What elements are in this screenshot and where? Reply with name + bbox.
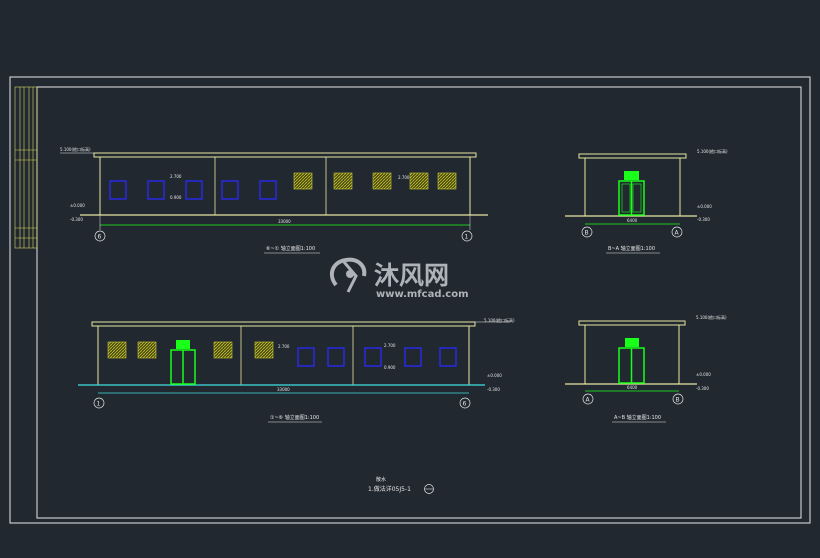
window-top-level: 2.700 [170, 174, 182, 179]
elevation-top-right: 5.100(檐口标高) ±0.000 -0.300 6400 B A B~A 轴… [565, 148, 728, 254]
elevation-bottom-left: 2.700 2.700 0.900 5.100(檐口标高) ±0.000 -0.… [78, 317, 515, 423]
axis-bubble-start: B [585, 230, 589, 237]
window-bottom-level: 0.900 [170, 195, 182, 200]
note-text: 1.做法详05J5-1 [368, 485, 411, 493]
overall-dimension: 6400 [627, 218, 638, 223]
elevation-top-left: 2.700 0.900 2.700 5.100(檐口标高) ±0.000 -0.… [60, 146, 488, 254]
axis-bubble-end: A [675, 230, 680, 237]
elevation-caption: ⑥~① 轴立面图1:100 [266, 245, 315, 252]
window-top-level-2: 2.700 [384, 343, 396, 348]
overall-dimension: 33000 [278, 219, 291, 224]
axis-bubble-start: 1 [97, 401, 101, 408]
floor-level: ±0.000 [70, 203, 85, 208]
window-top-level: 2.700 [278, 344, 290, 349]
watermark-logo [329, 257, 367, 293]
note-title: 散水 [376, 476, 386, 483]
watermark-url: www.mfcad.com [376, 289, 469, 300]
roof-level: 5.100(檐口标高) [60, 146, 91, 152]
ground-level: -0.300 [697, 217, 710, 222]
floor-level: ±0.000 [487, 373, 502, 378]
floor-level: ±0.000 [696, 372, 711, 377]
roof-level: 5.100(檐口标高) [696, 314, 727, 320]
binding-strip [14, 86, 38, 249]
watermark-brand: 沐风网 [374, 261, 449, 290]
overall-dimension: 6400 [627, 385, 638, 390]
door [618, 171, 645, 216]
window-top-level-2: 2.700 [398, 175, 410, 180]
axis-bubble-end: 1 [465, 234, 469, 241]
elevation-bottom-right: 5.100(檐口标高) ±0.000 -0.300 6400 A B A~B 轴… [565, 314, 727, 423]
ground-level: -0.300 [696, 386, 709, 391]
door [618, 338, 645, 384]
inner-frame [36, 86, 802, 519]
elevation-caption: A~B 轴立面图1:100 [614, 414, 661, 421]
floor-level: ±0.000 [697, 204, 712, 209]
overall-dimension: 33000 [277, 387, 290, 392]
roof-level: 5.100(檐口标高) [697, 148, 728, 154]
axis-bubble-end: 6 [463, 401, 467, 408]
outer-frame [9, 76, 811, 524]
axis-bubble-start: 6 [98, 234, 102, 241]
window-bottom-level: 0.900 [384, 365, 396, 370]
watermark: 沐风网 www.mfcad.com [329, 257, 469, 300]
elevation-caption: B~A 轴立面图1:100 [608, 245, 655, 252]
roof-level: 5.100(檐口标高) [484, 317, 515, 323]
axis-bubble-start: A [586, 397, 591, 404]
ground-level: -0.300 [487, 387, 500, 392]
ground-level: -0.300 [70, 217, 83, 222]
axis-bubble-end: B [676, 397, 680, 404]
general-note: 散水 1.做法详05J5-1 [368, 476, 434, 494]
elevation-caption: ①~⑥ 轴立面图1:100 [270, 414, 319, 421]
door [170, 340, 196, 385]
